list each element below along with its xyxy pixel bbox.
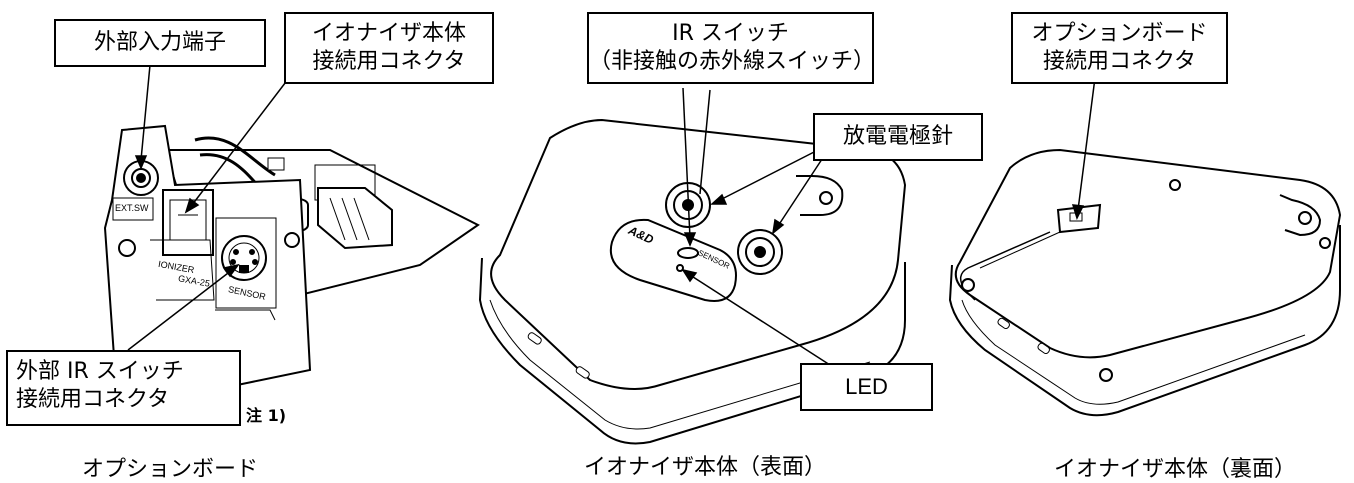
- external-input-label: 外部入力端子: [54, 19, 266, 67]
- electrode-needle-2: [737, 229, 783, 275]
- caption-front: イオナイザ本体（表面）: [583, 455, 826, 480]
- option-connector-line2: 接続用コネクタ: [1042, 49, 1197, 74]
- ionizer-connector-label: イオナイザ本体 接続用コネクタ: [284, 12, 494, 84]
- led-label: LED: [800, 363, 933, 411]
- external-ir-line2: 接続用コネクタ: [16, 387, 170, 412]
- electrode-label: 放電電極針: [813, 113, 983, 161]
- external-ir-connector-label: 外部 IR スイッチ 接続用コネクタ: [6, 350, 241, 426]
- front-leader-lines: [681, 87, 831, 366]
- option-connector-line1: オプションボード: [1031, 21, 1208, 46]
- caption-back: イオナイザ本体（裏面）: [1053, 457, 1296, 482]
- option-connector-label: オプションボード 接続用コネクタ: [1011, 12, 1228, 84]
- led-text: LED: [845, 374, 888, 399]
- ionizer-connector-line1: イオナイザ本体: [311, 21, 466, 46]
- ir-switch-line2: （非接触の赤外線スイッチ）: [589, 49, 876, 74]
- board-ext-sw-print: EXT.SW: [115, 203, 149, 213]
- option-board-leader-lines: [127, 64, 296, 351]
- ionizer-back-illustration: [948, 148, 1342, 417]
- ionizer-front-illustration: [478, 118, 907, 445]
- ir-switch-label: IR スイッチ （非接触の赤外線スイッチ）: [587, 12, 876, 84]
- ir-switch-line1: IR スイッチ: [672, 21, 789, 46]
- caption-option-board: オプションボード: [81, 457, 258, 482]
- back-leader-lines: [1071, 69, 1097, 221]
- note-1: 注 1): [246, 406, 287, 425]
- ionizer-connector-line2: 接続用コネクタ: [312, 49, 466, 74]
- external-ir-line1: 外部 IR スイッチ: [16, 359, 184, 384]
- electrode-text: 放電電極針: [842, 124, 953, 149]
- external-input-text: 外部入力端子: [93, 30, 226, 55]
